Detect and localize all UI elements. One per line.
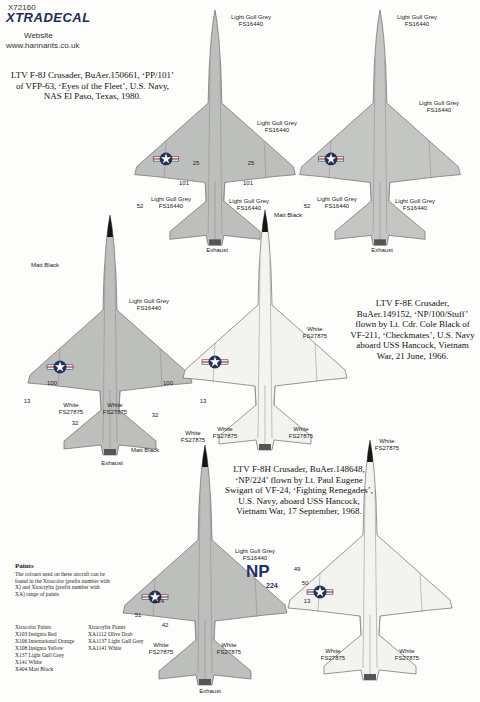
paint-callout: Matt Black — [268, 212, 308, 219]
aircraft-description: LTV F-8E Crusader, BuAer.149152, ‘NP/100… — [350, 298, 475, 361]
paint-callout: 13 — [198, 398, 208, 405]
paint-callout: Light Gull Grey FS16440 — [312, 196, 362, 210]
paint-callout: White FS27875 — [56, 402, 86, 416]
paints-heading: Paints — [15, 562, 75, 570]
paint-callout: 101 — [240, 180, 256, 187]
paint-callout: 101 — [176, 180, 192, 187]
paint-callout: Exhaust — [190, 688, 230, 695]
paint-list-item: X137 Light Gull Grey — [15, 652, 64, 658]
paint-list-item: X103 Insignia Red — [15, 631, 57, 637]
paint-callout: Light Gull Grey FS16440 — [414, 100, 464, 114]
paint-list-item: Xtracolor Paints — [15, 624, 51, 630]
paint-callout: Matt Black — [130, 447, 160, 454]
paint-callout: 25 — [245, 160, 257, 167]
paint-callout: 52 — [301, 203, 313, 210]
paint-callout: 224 — [150, 598, 168, 605]
code-marking: NP — [246, 562, 270, 582]
header-text: www.hannants.co.uk — [6, 41, 79, 50]
paint-callout: Exhaust — [362, 247, 402, 254]
paint-list-item: X141 White — [15, 659, 42, 665]
header-text: Website — [24, 31, 53, 40]
paint-callout: 13 — [302, 598, 312, 605]
paint-callout: Light Gull Grey FS16440 — [124, 298, 174, 312]
paints-note: The colours used on these aircraft can b… — [15, 571, 110, 597]
paint-callout: White FS27875 — [372, 438, 402, 452]
code-marking: 224 — [266, 582, 278, 590]
paint-list-item: Xtracrylix Paints — [88, 624, 125, 630]
paint-callout: Light Gull Grey FS16440 — [230, 548, 280, 562]
paint-callout: 100 — [44, 380, 60, 387]
paint-callout: 52 — [134, 203, 146, 210]
paint-callout: Light Gull Grey FS16440 — [146, 196, 196, 210]
brand-logo: XTRADECAL — [6, 11, 91, 26]
paint-callout: 32 — [150, 412, 160, 419]
aircraft-description: LTV F-8H Crusader, BuAer.148648, ‘NP/224… — [224, 464, 374, 517]
paint-callout: 49 — [292, 566, 302, 573]
paint-list-item: X404 Matt Black — [15, 666, 53, 672]
paint-callout: Matt Black — [30, 262, 60, 269]
paint-callout: Exhaust — [92, 460, 132, 467]
paint-callout: White FS27875 — [318, 648, 348, 662]
paint-callout: White FS27875 — [210, 426, 240, 440]
paint-callout: Light Gull Grey FS16440 — [224, 198, 274, 212]
paint-callout: 25 — [190, 160, 202, 167]
paint-callout: White FS27875 — [392, 648, 422, 662]
paint-list-item: XA1112 Olive Drab — [88, 631, 133, 637]
paint-callout: White FS27875 — [178, 430, 208, 444]
aircraft-description: LTV F-8J Crusader, BuAer.150661, ‘PP/101… — [10, 70, 175, 102]
paint-callout: 100 — [160, 380, 176, 387]
paint-callout: 50 — [300, 580, 310, 587]
paint-callout: White FS27875 — [100, 402, 130, 416]
paint-list-item: X106 International Orange — [15, 638, 74, 644]
paint-list-item: X108 Insignia Yellow — [15, 645, 63, 651]
paint-callout: 13 — [22, 398, 32, 405]
paint-callout: 42 — [160, 622, 170, 629]
paint-list-item: XA1137 Light Gull Grey — [88, 638, 144, 644]
paint-callout: 51 — [133, 612, 143, 619]
paint-callout: 32 — [70, 420, 80, 427]
paint-callout: Light Gull Grey FS16440 — [392, 14, 442, 28]
paint-callout: White FS27875 — [146, 642, 176, 656]
paint-callout: White FS27875 — [286, 426, 316, 440]
paint-list-item: XA1141 White — [88, 645, 121, 651]
paint-callout: Exhaust — [197, 247, 237, 254]
paint-callout: White FS27875 — [214, 642, 244, 656]
paint-callout: Light Gull Grey FS16440 — [390, 198, 440, 212]
paint-callout: Light Gull Grey FS16440 — [226, 14, 276, 28]
paint-callout: White FS27875 — [300, 326, 330, 340]
paint-callout: Light Gull Grey FS16440 — [252, 120, 302, 134]
